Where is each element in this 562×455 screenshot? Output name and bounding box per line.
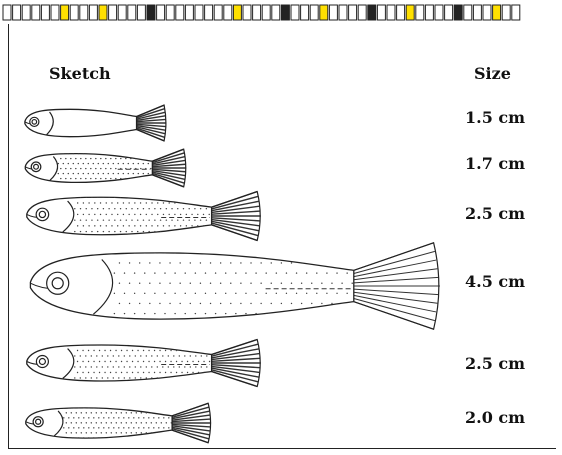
fish-body	[25, 109, 137, 136]
ruler-segment	[406, 5, 414, 20]
fish-sketch-6	[22, 402, 212, 444]
ruler-segment	[243, 5, 251, 20]
ruler-segment	[3, 5, 11, 20]
ruler-segment	[22, 5, 30, 20]
ruler-segment	[214, 5, 222, 20]
ruler-segment	[166, 5, 174, 20]
ruler-segment	[339, 5, 347, 20]
ruler-segment	[224, 5, 232, 20]
ruler-segment	[13, 5, 21, 20]
pupil	[32, 120, 37, 125]
ruler-segment	[32, 5, 40, 20]
ruler-segment	[51, 5, 59, 20]
ruler-segment	[109, 5, 117, 20]
ruler-segment	[262, 5, 270, 20]
fish-sketch-1	[22, 104, 167, 142]
ruler-segment	[310, 5, 318, 20]
ruler-segment	[80, 5, 88, 20]
ruler-segment	[464, 5, 472, 20]
fish-sketch-2	[22, 148, 187, 188]
frame-left-border	[8, 24, 9, 449]
measuring-ruler	[0, 0, 562, 24]
ruler-segment	[473, 5, 481, 20]
ruler-segment	[291, 5, 299, 20]
ruler-segment	[253, 5, 261, 20]
ruler-segment	[301, 5, 309, 20]
ruler-segment	[416, 5, 424, 20]
ruler-segment	[320, 5, 328, 20]
fish-body	[27, 345, 212, 381]
ruler-segment	[118, 5, 126, 20]
ruler-segment	[61, 5, 69, 20]
ruler-segment	[368, 5, 376, 20]
ruler-segment	[41, 5, 49, 20]
size-label-4: 4.5 cm	[465, 272, 525, 291]
ruler-segment	[128, 5, 136, 20]
ruler-segment	[176, 5, 184, 20]
ruler-segment	[185, 5, 193, 20]
ruler-segment	[99, 5, 107, 20]
size-label-3: 2.5 cm	[465, 204, 525, 223]
ruler-segment	[397, 5, 405, 20]
ruler-segment	[454, 5, 462, 20]
ruler-segment	[483, 5, 491, 20]
ruler-segment	[137, 5, 145, 20]
fish-sketch-5	[22, 338, 262, 388]
ruler-segment	[349, 5, 357, 20]
fish-body	[25, 154, 152, 183]
frame-bottom-border	[8, 448, 556, 449]
fish-sketch-3	[22, 190, 262, 242]
ruler-segment	[272, 5, 280, 20]
ruler-segment	[281, 5, 289, 20]
ruler-segment	[512, 5, 520, 20]
ruler-segment	[387, 5, 395, 20]
fish-body	[26, 408, 172, 438]
ruler-segment	[157, 5, 165, 20]
ruler-segment	[445, 5, 453, 20]
ruler-segment	[435, 5, 443, 20]
ruler-segment	[502, 5, 510, 20]
ruler-segment	[233, 5, 241, 20]
fish-body	[30, 253, 353, 319]
ruler-segment	[377, 5, 385, 20]
fish-sketch-4	[22, 240, 442, 332]
ruler-segment	[70, 5, 78, 20]
ruler-segment	[195, 5, 203, 20]
pupil	[52, 278, 63, 289]
size-header: Size	[474, 64, 511, 83]
ruler-segment	[147, 5, 155, 20]
pupil	[39, 359, 45, 365]
size-label-2: 1.7 cm	[465, 154, 525, 173]
size-label-5: 2.5 cm	[465, 354, 525, 373]
pupil	[34, 164, 39, 169]
pupil	[39, 211, 45, 217]
ruler-segment	[425, 5, 433, 20]
size-label-1: 1.5 cm	[465, 108, 525, 127]
sketch-header: Sketch	[49, 64, 111, 83]
pupil	[36, 419, 41, 424]
fish-body	[27, 197, 212, 234]
ruler-segment	[89, 5, 97, 20]
ruler-segment	[358, 5, 366, 20]
ruler-segment	[493, 5, 501, 20]
ruler-segment	[329, 5, 337, 20]
ruler-segment	[205, 5, 213, 20]
size-label-6: 2.0 cm	[465, 408, 525, 427]
